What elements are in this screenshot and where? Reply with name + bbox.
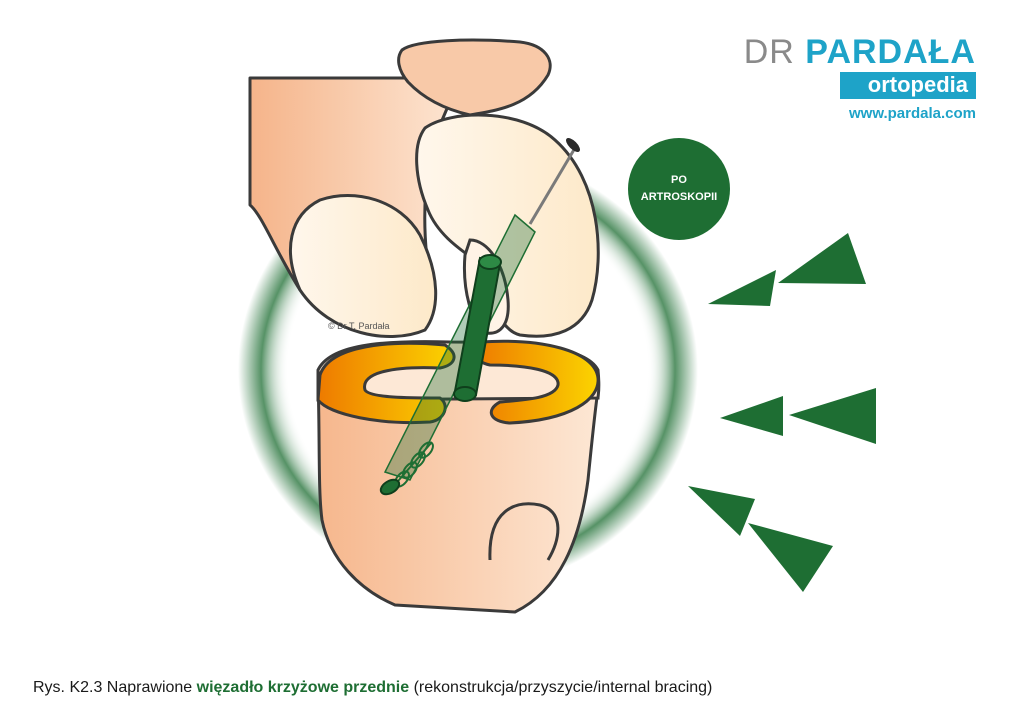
tibial-screw	[391, 441, 434, 489]
guide-wire	[528, 147, 577, 225]
brand-url: www.pardala.com	[849, 105, 976, 122]
femoral-condyle-lateral	[288, 193, 438, 338]
graft-end-top	[478, 254, 502, 270]
copyright-notice: © Dr T. Pardała	[328, 321, 390, 331]
screw-head	[379, 478, 401, 496]
arrow-triangle	[720, 396, 783, 436]
brand-logo: DR PARDAŁA ortopedia www.pardala.com	[744, 34, 976, 122]
tibial-tubercle	[488, 502, 560, 561]
arrow-triangle	[789, 388, 876, 444]
figure-caption: Rys. K2.3 Naprawione więzadło krzyżowe p…	[33, 679, 712, 697]
graft-end-bottom	[453, 386, 477, 402]
meniscus-medial	[473, 339, 600, 425]
arrow-triangle	[748, 523, 833, 592]
tibia	[316, 378, 600, 614]
arrow-triangle	[708, 270, 776, 306]
brand-surname: PARDAŁA	[805, 33, 976, 71]
arrow-triangle	[688, 486, 755, 536]
brand-name: DR PARDAŁA	[744, 34, 976, 70]
badge-line-1: PO	[671, 174, 687, 186]
caption-prefix: Rys. K2.3 Naprawione	[33, 679, 193, 696]
femoral-condyle-medial	[415, 113, 600, 338]
status-badge: PO ARTROSKOPII	[628, 138, 730, 240]
badge-line-2: ARTROSKOPII	[640, 191, 718, 203]
patella	[397, 38, 552, 117]
brand-prefix: DR	[743, 33, 795, 71]
caption-suffix: (rekonstrukcja/przyszycie/internal braci…	[413, 679, 713, 696]
arrow-triangle	[778, 233, 866, 284]
brand-tagline: ortopedia	[839, 72, 976, 99]
guide-wire-tip	[566, 138, 580, 152]
caption-highlight: więzadło krzyżowe przednie	[196, 679, 410, 696]
